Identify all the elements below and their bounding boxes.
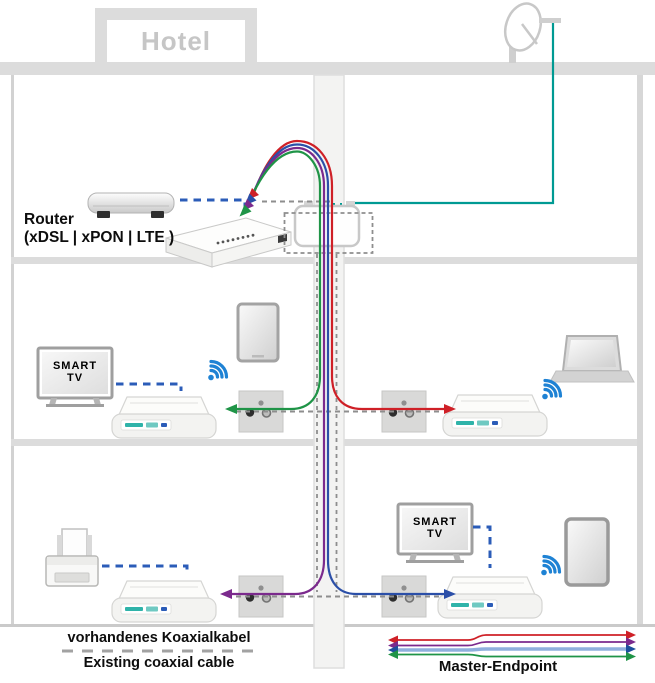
smart-tv-label-middle: SMART TV: [43, 360, 107, 384]
junction-tab: [304, 201, 313, 207]
satellite-dish-icon: [503, 2, 561, 63]
tv-to-endpoint-link-middle: [116, 382, 183, 391]
legend-coax-label-en: Existing coaxial cable: [83, 655, 235, 671]
tablet: [236, 302, 280, 363]
cable-purple: [230, 146, 326, 596]
legend-master-endpoint-label: Master-Endpoint: [438, 658, 558, 675]
router-device: [87, 192, 175, 218]
legend-coax-spacer: [50, 647, 268, 655]
legend-existing-coax: vorhandenes Koaxialkabel Existing coaxia…: [50, 630, 268, 672]
coax-cable-runs: [230, 139, 446, 596]
cable-red: [252, 139, 446, 411]
legend-arrowheads: [388, 630, 636, 661]
left-wall: [11, 75, 14, 626]
coax-endpoint-device-mid-left: [111, 396, 217, 439]
legend-master-endpoint-lines: [388, 630, 636, 661]
smart-tv-label-line1: SMART: [412, 516, 458, 528]
wifi-icon-middle-left: [204, 356, 232, 384]
router-label-line1: Router: [24, 211, 74, 228]
hotel-sign-panel: Hotel: [107, 20, 245, 62]
legend-coax-label-de: vorhandenes Koaxialkabel: [67, 630, 251, 646]
coax-endpoint-device-mid-right: [442, 394, 548, 437]
router-label: Router (xDSL | xPON | LTE ): [24, 211, 214, 247]
dish-lnb-mount: [539, 18, 561, 23]
router-label-line2: (xDSL | xPON | LTE ): [24, 229, 175, 246]
router-to-master-link: [180, 198, 247, 209]
coax-endpoint-device-bottom-right: [437, 576, 543, 619]
cable-blue: [250, 143, 446, 596]
dish-reflector: [503, 2, 543, 52]
coax-endpoint-device-bottom-left: [111, 580, 217, 623]
smart-tv-label-bottom: SMART TV: [403, 516, 467, 540]
legend-master-endpoint: Master-Endpoint: [418, 658, 578, 675]
smart-tv-label-line2: TV: [426, 528, 444, 540]
right-wall: [637, 75, 643, 626]
hotel-sign: Hotel: [95, 8, 257, 65]
smartphone: [564, 517, 610, 587]
roof-band: [0, 62, 655, 75]
master-endpoint-device: [165, 217, 292, 268]
smart-tv-label-line1: SMART: [52, 360, 98, 372]
wifi-icon-bottom-right: [537, 551, 565, 579]
cable-green: [235, 150, 322, 411]
dish-feed-arm: [521, 23, 538, 45]
printer-to-endpoint-link: [102, 564, 189, 572]
junction-tab: [346, 201, 355, 207]
laptop: [549, 335, 635, 383]
smart-tv-label-line2: TV: [66, 372, 84, 384]
master-endpoint-ports: [216, 233, 255, 245]
hotel-sign-text: Hotel: [141, 25, 211, 56]
tv-to-endpoint-link-bottom: [473, 525, 492, 568]
cable-arrowheads: [220, 188, 456, 599]
printer: [45, 528, 99, 587]
sat-cable-run: [350, 23, 555, 205]
